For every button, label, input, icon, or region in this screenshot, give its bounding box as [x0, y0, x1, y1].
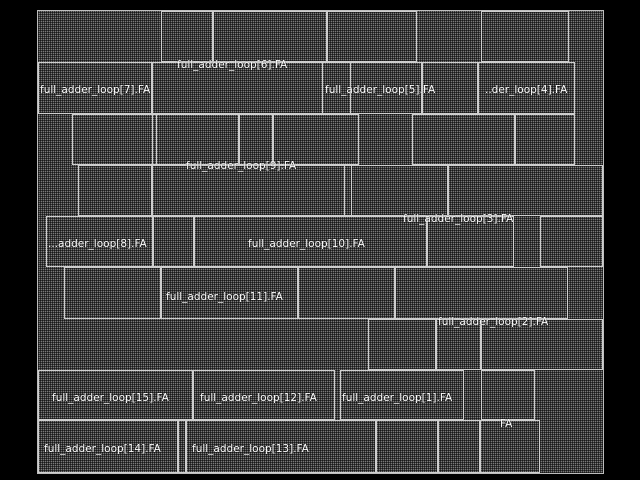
cell-block	[273, 114, 359, 165]
cell-block	[38, 420, 178, 473]
cell-block	[161, 11, 213, 62]
instance-label: full_adder_loop[5].FA	[325, 84, 436, 96]
cell-block	[152, 165, 352, 216]
cell-block	[213, 11, 327, 62]
cell-block	[322, 62, 422, 114]
cell-block	[78, 165, 152, 216]
cell-block	[436, 319, 481, 370]
cell-block	[481, 370, 535, 420]
instance-label: full_adder_loop[12].FA	[200, 392, 317, 404]
cell-block	[480, 420, 540, 473]
cell-block	[376, 420, 438, 473]
cell-block	[153, 216, 194, 267]
cell-block	[481, 11, 569, 62]
cell-block	[72, 114, 157, 165]
cell-block	[427, 216, 514, 267]
instance-label: full_adder_loop[14].FA	[44, 443, 161, 455]
cell-block	[298, 267, 395, 319]
cell-block	[161, 267, 298, 319]
cell-block	[239, 114, 273, 165]
cell-block	[38, 62, 152, 114]
cell-block	[481, 319, 603, 370]
cell-block	[412, 114, 515, 165]
placement-canvas: full_adder_loop[6].FA full_adder_loop[7]…	[37, 10, 604, 474]
instance-label: ..der_loop[4].FA	[485, 84, 568, 96]
cell-block	[515, 114, 575, 165]
instance-label: full_adder_loop[1].FA	[342, 392, 453, 404]
instance-label: full_adder_loop[9].FA	[186, 160, 297, 172]
instance-label: full_adder_loop[6].FA	[177, 59, 288, 71]
cell-block	[194, 216, 427, 267]
cell-block	[540, 216, 603, 267]
cell-block	[178, 420, 186, 473]
cell-block	[38, 370, 193, 420]
instance-label: full_adder_loop[11].FA	[166, 291, 283, 303]
cell-block	[422, 62, 478, 114]
cell-block	[340, 370, 464, 420]
instance-label: FA	[500, 418, 513, 430]
instance-label: full_adder_loop[10].FA	[248, 238, 365, 250]
cell-block	[395, 267, 568, 319]
cell-block	[64, 267, 161, 319]
cell-block	[438, 420, 480, 473]
cell-block	[448, 165, 603, 216]
cell-block	[478, 62, 575, 114]
instance-label: ...adder_loop[8].FA	[48, 238, 147, 250]
cell-block	[368, 319, 436, 370]
cell-block	[193, 370, 335, 420]
instance-label: full_adder_loop[15].FA	[52, 392, 169, 404]
instance-label: full_adder_loop[3].FA	[403, 213, 514, 225]
cell-block	[186, 420, 376, 473]
instance-label: full_adder_loop[13].FA	[192, 443, 309, 455]
cell-block	[152, 62, 351, 114]
instance-label: full_adder_loop[7].FA	[40, 84, 151, 96]
cell-block	[327, 11, 417, 62]
instance-label: full_adder_loop[2].FA	[438, 316, 549, 328]
cell-block	[344, 165, 448, 216]
cell-block	[46, 216, 153, 267]
cell-block	[152, 114, 239, 165]
